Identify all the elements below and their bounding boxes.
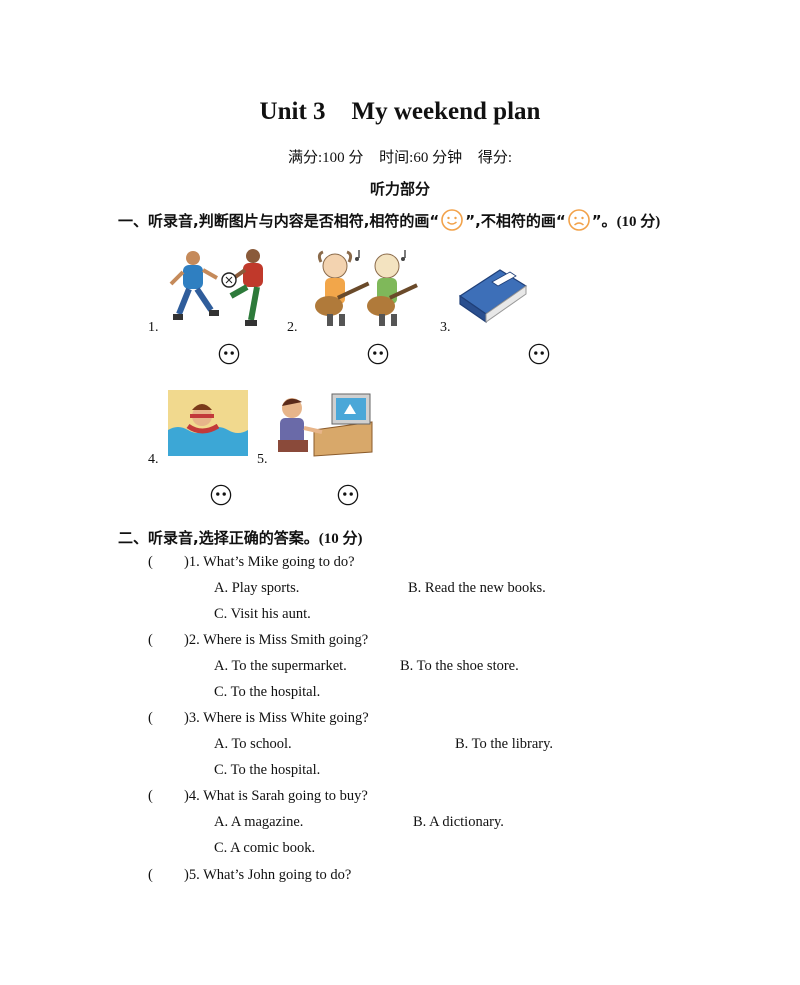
section2-heading: 二、听录音,选择正确的答案。(10 分) [118,529,363,547]
option-b: B. A dictionary. [413,814,504,830]
neutral-face-icon[interactable] [367,343,389,365]
answer-blank[interactable]: ( [148,710,153,726]
option-c: C. To the hospital. [214,762,321,778]
item-number: 3. [440,320,451,335]
item-number: 5. [257,452,268,467]
guitar-picture [315,250,418,326]
item-number: 1. [148,320,159,335]
option-b: B. Read the new books. [408,580,546,596]
option-b: B. To the shoe store. [400,658,519,674]
item-number: 2. [287,320,298,335]
smiley-icon [441,209,464,231]
neutral-face-icon[interactable] [210,484,232,506]
answer-blank[interactable]: ( [148,554,153,570]
unit-label: Unit 3 [259,98,326,125]
item-number: 4. [148,452,159,467]
answer-blank[interactable]: ( [148,788,153,804]
time-limit: 时间:60 分钟 [379,150,463,166]
option-a: A. A magazine. [214,814,304,830]
answer-blank[interactable]: ( [148,632,153,648]
answer-blank[interactable]: ( [148,867,153,883]
unit-name: My weekend plan [351,98,541,125]
score-field: 得分: [477,150,512,166]
neutral-face-icon[interactable] [528,343,550,365]
option-c: C. To the hospital. [214,684,321,700]
page-title: Unit 3 My weekend plan [0,98,800,126]
exam-meta: 满分:100 分 时间:60 分钟 得分: [0,146,800,167]
computer-picture [278,393,373,457]
sad-face-icon [567,209,590,231]
option-a: A. To school. [214,736,292,752]
part-heading: 听力部分 [369,180,430,198]
option-c: C. A comic book. [214,840,316,856]
book-picture [458,269,528,324]
section1-heading: 一、听录音,判断图片与内容是否相符,相符的画“”,不相符的画“”。(10 分) [118,208,660,232]
question-2: ()2. Where is Miss Smith going? [148,632,369,648]
swimming-picture [168,390,248,456]
question-3: ()3. Where is Miss White going? [148,710,369,726]
option-a: A. To the supermarket. [214,658,347,674]
neutral-face-icon[interactable] [337,484,359,506]
neutral-face-icon[interactable] [218,343,240,365]
football-picture [169,249,263,326]
question-4: ()4. What is Sarah going to buy? [148,788,368,804]
option-b: B. To the library. [455,736,554,752]
question-1: ()1. What’s Mike going to do? [148,554,355,570]
question-5: ()5. What’s John going to do? [148,867,352,883]
option-c: C. Visit his aunt. [214,606,311,622]
full-score: 满分:100 分 [287,150,364,166]
option-a: A. Play sports. [214,580,300,596]
